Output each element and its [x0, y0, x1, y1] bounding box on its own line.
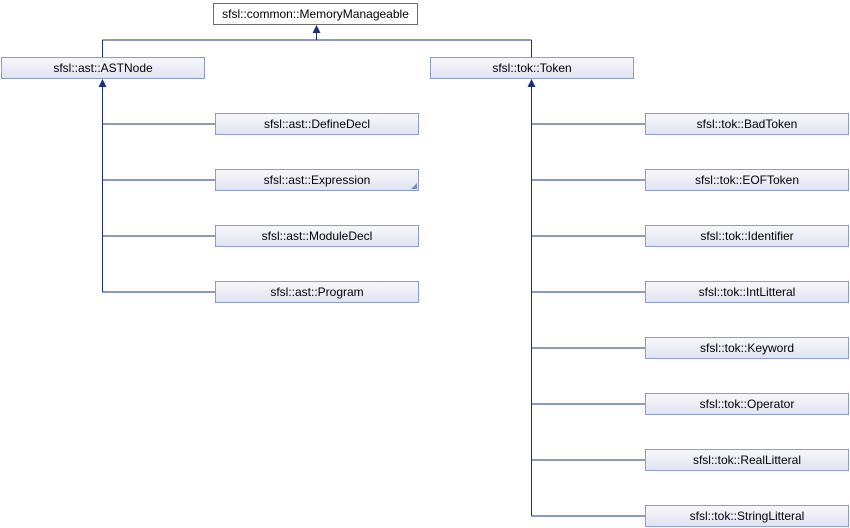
collapsed-marker-icon: [411, 183, 417, 189]
ast-child-node[interactable]: sfsl::ast::Program: [215, 281, 419, 303]
ast-child-node[interactable]: sfsl::ast::ModuleDecl: [215, 225, 419, 247]
tok-child-label: sfsl::tok::Identifier: [700, 229, 794, 243]
tok-child-node[interactable]: sfsl::tok::Keyword: [645, 337, 849, 359]
tok-child-label: sfsl::tok::BadToken: [696, 117, 798, 131]
ast-child-node[interactable]: sfsl::ast::DefineDecl: [215, 113, 419, 135]
tok-child-label: sfsl::tok::Operator: [699, 397, 795, 411]
tok-child-label: sfsl::tok::Keyword: [699, 341, 795, 355]
tok-child-node[interactable]: sfsl::tok::BadToken: [645, 113, 849, 135]
root-label: sfsl::common::MemoryManageable: [222, 7, 409, 21]
tok-child-label: sfsl::tok::RealLitteral: [692, 453, 802, 467]
ast-child-label: sfsl::ast::Program: [270, 285, 364, 299]
tok-child-label: sfsl::tok::StringLitteral: [689, 509, 805, 523]
ast-child-label: sfsl::ast::Expression: [263, 173, 371, 187]
ast-child-label: sfsl::ast::DefineDecl: [263, 117, 371, 131]
token-arrowhead-icon: [527, 79, 536, 87]
ast-child-label: sfsl::ast::ModuleDecl: [261, 229, 373, 243]
tok-child-label: sfsl::tok::IntLitteral: [698, 285, 796, 299]
tok-child-node[interactable]: sfsl::tok::Operator: [645, 393, 849, 415]
token-label: sfsl::tok::Token: [492, 61, 572, 75]
token-node[interactable]: sfsl::tok::Token: [430, 57, 634, 79]
astnode-node[interactable]: sfsl::ast::ASTNode: [1, 57, 205, 79]
astnode-label: sfsl::ast::ASTNode: [53, 61, 153, 75]
root-node: sfsl::common::MemoryManageable: [213, 3, 418, 25]
tok-child-node[interactable]: sfsl::tok::StringLitteral: [645, 505, 849, 527]
tok-child-node[interactable]: sfsl::tok::EOFToken: [645, 169, 849, 191]
ast-child-node[interactable]: sfsl::ast::Expression: [215, 169, 419, 191]
tok-child-node[interactable]: sfsl::tok::Identifier: [645, 225, 849, 247]
tok-child-label: sfsl::tok::EOFToken: [694, 173, 800, 187]
tok-child-node[interactable]: sfsl::tok::IntLitteral: [645, 281, 849, 303]
root-arrowhead-icon: [312, 25, 321, 33]
astnode-arrowhead-icon: [98, 79, 107, 87]
tok-child-node[interactable]: sfsl::tok::RealLitteral: [645, 449, 849, 471]
